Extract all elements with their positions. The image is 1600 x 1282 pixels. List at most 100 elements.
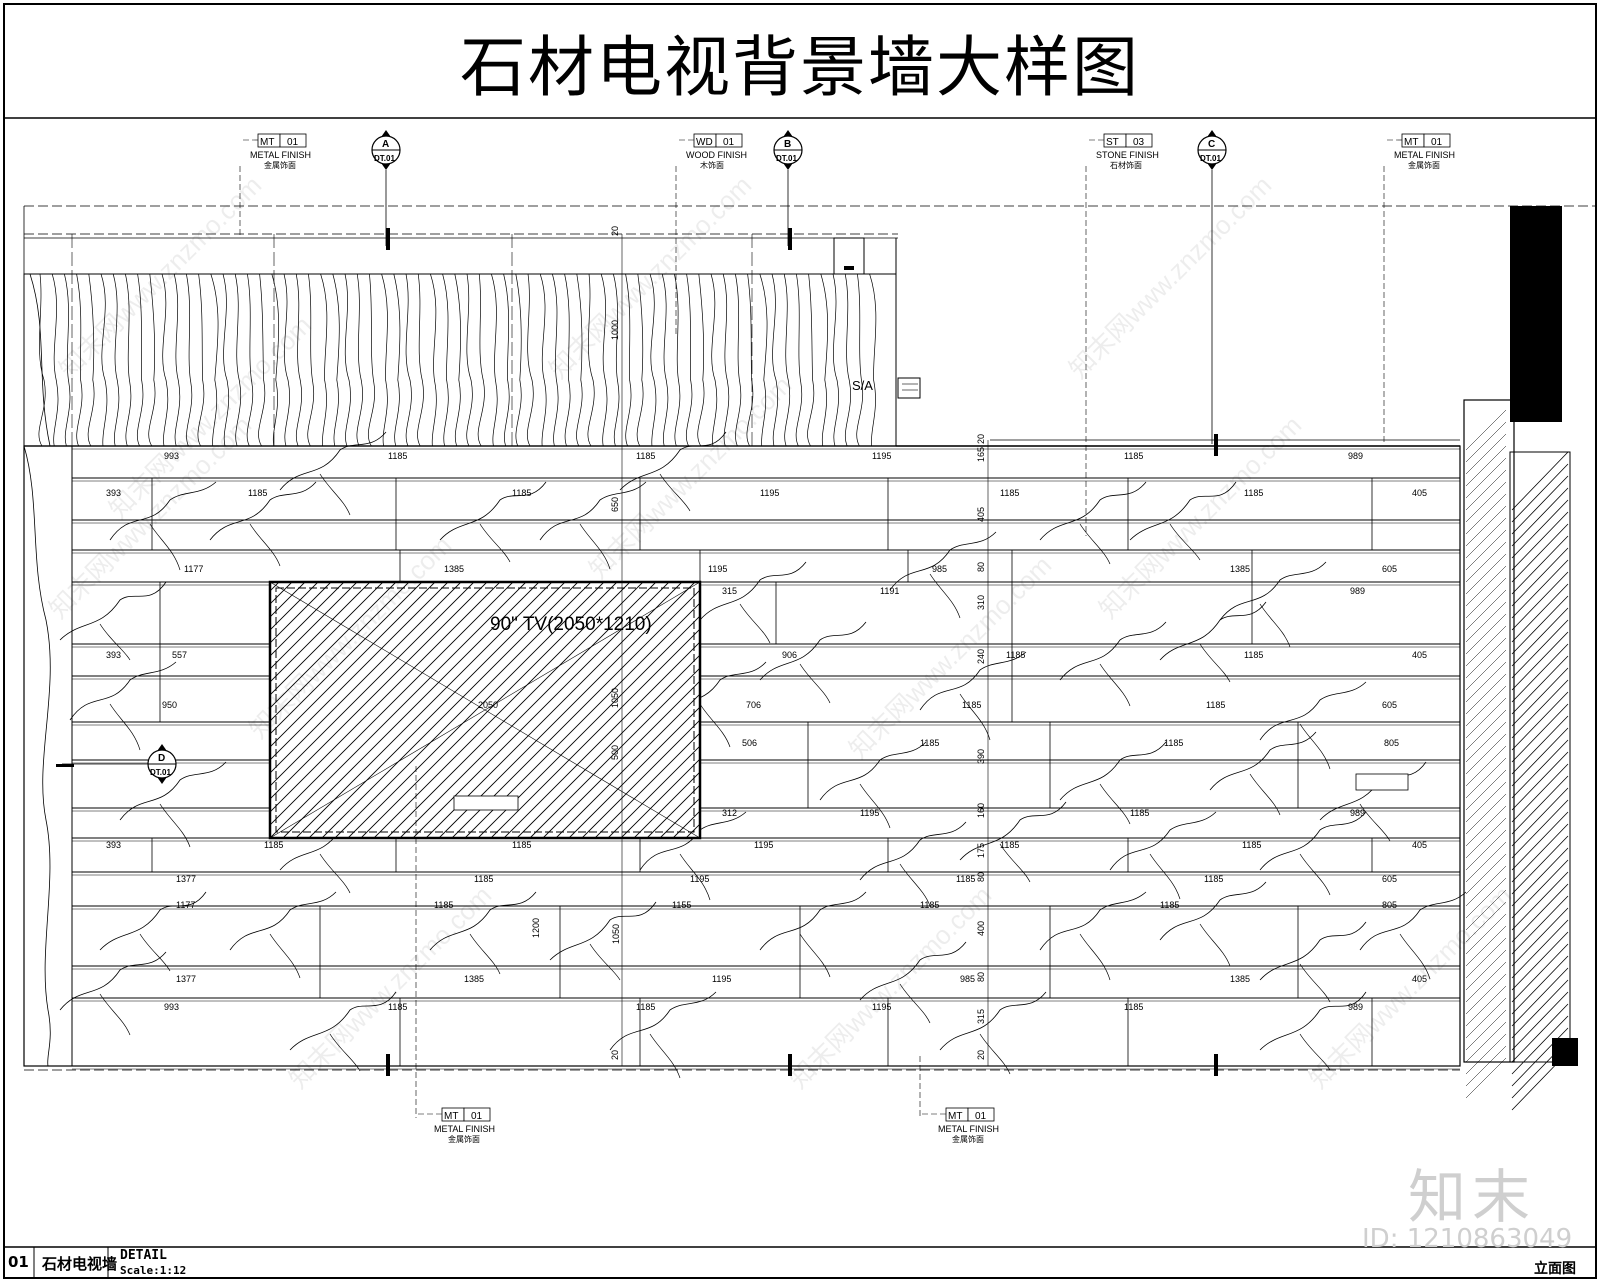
column-hatch-line [1511, 607, 1569, 667]
vertical-dimension: 400 [976, 921, 986, 936]
slab-dimension: 1177 [176, 900, 195, 910]
vein-branch [799, 933, 831, 978]
vein-line [539, 481, 647, 541]
column-hatch-line [1465, 961, 1507, 1003]
callout-code: WD [696, 137, 713, 148]
column-hatch-line [1465, 877, 1507, 919]
footer-scale: Scale:1:12 [120, 1264, 187, 1277]
slab-dimension: 1185 [636, 451, 655, 461]
slab-dimension: 1185 [1206, 700, 1225, 710]
callout-en: METAL FINISH [434, 1124, 495, 1134]
slab-dimension: 1185 [1006, 650, 1025, 660]
column-hatch-line [1465, 853, 1507, 895]
tv-hatch-line [270, 582, 423, 735]
tv-hatch-line [386, 582, 644, 838]
slab-dimension: 1185 [1244, 650, 1263, 660]
wood-grain-line [405, 273, 412, 447]
slab-dimension: 1185 [1160, 900, 1179, 910]
wood-grain-line [51, 273, 59, 447]
callout-number: 01 [471, 1111, 483, 1122]
tv-hatch-line [555, 693, 700, 838]
column-hatch-line [1511, 811, 1569, 871]
column-hatch-line [1465, 433, 1507, 475]
slab-dimension: 1377 [176, 874, 196, 884]
vein-line [759, 891, 867, 951]
slab-dimension: 1185 [474, 874, 493, 884]
wood-grain-line [820, 273, 829, 447]
column-hatch-line [1511, 931, 1569, 991]
vein-branch [1299, 723, 1331, 770]
column-hatch-line [1465, 577, 1507, 619]
slab-dimension: 985 [932, 564, 947, 574]
column-hatch-line [1465, 589, 1507, 631]
wood-grain-line [722, 273, 730, 447]
vertical-dimension: 80 [976, 562, 986, 572]
vertical-dimension: 310 [976, 595, 986, 610]
tv-hatch-line [568, 706, 700, 838]
wood-grain-line [173, 273, 181, 447]
callout-en: METAL FINISH [250, 150, 311, 160]
tv-hatch-line [270, 582, 488, 800]
column-hatch-line [1465, 865, 1507, 907]
footer-detail: DETAIL [120, 1248, 167, 1263]
column-hatch-line [1465, 1045, 1507, 1087]
column-hatch-line [1465, 613, 1507, 655]
slab-dimension: 1185 [1242, 840, 1261, 850]
vein-branch [979, 1033, 1011, 1075]
vein-branch [699, 703, 731, 748]
column-hatch-line [1511, 595, 1569, 655]
column-hatch-line [1465, 901, 1507, 943]
wood-grain-line [356, 273, 363, 447]
footer-number: 01 [8, 1253, 29, 1271]
vertical-dimension: 175 [976, 843, 986, 858]
vein-line [759, 621, 867, 681]
vertical-dimension: 165 [976, 447, 986, 462]
callout-cn: 金属饰面 [448, 1134, 480, 1144]
vein-branch [1299, 963, 1331, 1003]
column-hatch-line [1465, 697, 1507, 739]
vein-branch [1079, 523, 1111, 565]
tv-hatch-line [490, 628, 700, 838]
vein-line [1259, 921, 1367, 981]
column-hatch-line [1511, 655, 1569, 715]
column-hatch-line [1511, 463, 1569, 523]
column-hatch-line [1511, 955, 1569, 1015]
slab-dimension: 1191 [880, 586, 899, 596]
slab-dimension: 805 [1384, 738, 1399, 748]
wood-grain-line [64, 273, 71, 447]
wood-grain-line [222, 273, 230, 447]
wood-grain-line [454, 273, 461, 447]
column-hatch-line [1511, 1015, 1569, 1075]
wood-grain-line [38, 273, 46, 447]
column-hatch-line [1511, 991, 1569, 1051]
column-hatch-line [1511, 919, 1569, 979]
wood-grain-line [210, 273, 219, 447]
tv-hatch-line [373, 582, 631, 838]
column-hatch-line [1465, 529, 1507, 571]
column-hatch-line [1465, 793, 1507, 835]
slab-dimension: 1185 [388, 451, 407, 461]
slab-dimension: 1195 [754, 840, 773, 850]
slab-dimension: 985 [960, 974, 975, 984]
callout-number: 01 [723, 137, 735, 148]
column-hatch-line [1511, 967, 1569, 1027]
vein-branch [1299, 853, 1331, 896]
wood-grain-line [869, 273, 877, 447]
slab-dimension: 1155 [672, 900, 691, 910]
tv-hatch-line [360, 582, 618, 838]
vertical-dimension: 20 [610, 1050, 620, 1060]
wood-grain-line [430, 273, 437, 447]
vein-line [109, 481, 217, 541]
tv-hatch-line [308, 582, 566, 838]
column-hatch-line [1465, 781, 1507, 823]
wood-grain-line [526, 273, 534, 447]
column-hatch-line [1465, 709, 1507, 751]
wood-grain-line [393, 273, 401, 447]
callout-code: ST [1106, 137, 1119, 148]
column-hatch-line [1465, 1009, 1507, 1051]
wood-grain-line [100, 273, 108, 447]
vein-branch [1079, 933, 1111, 981]
